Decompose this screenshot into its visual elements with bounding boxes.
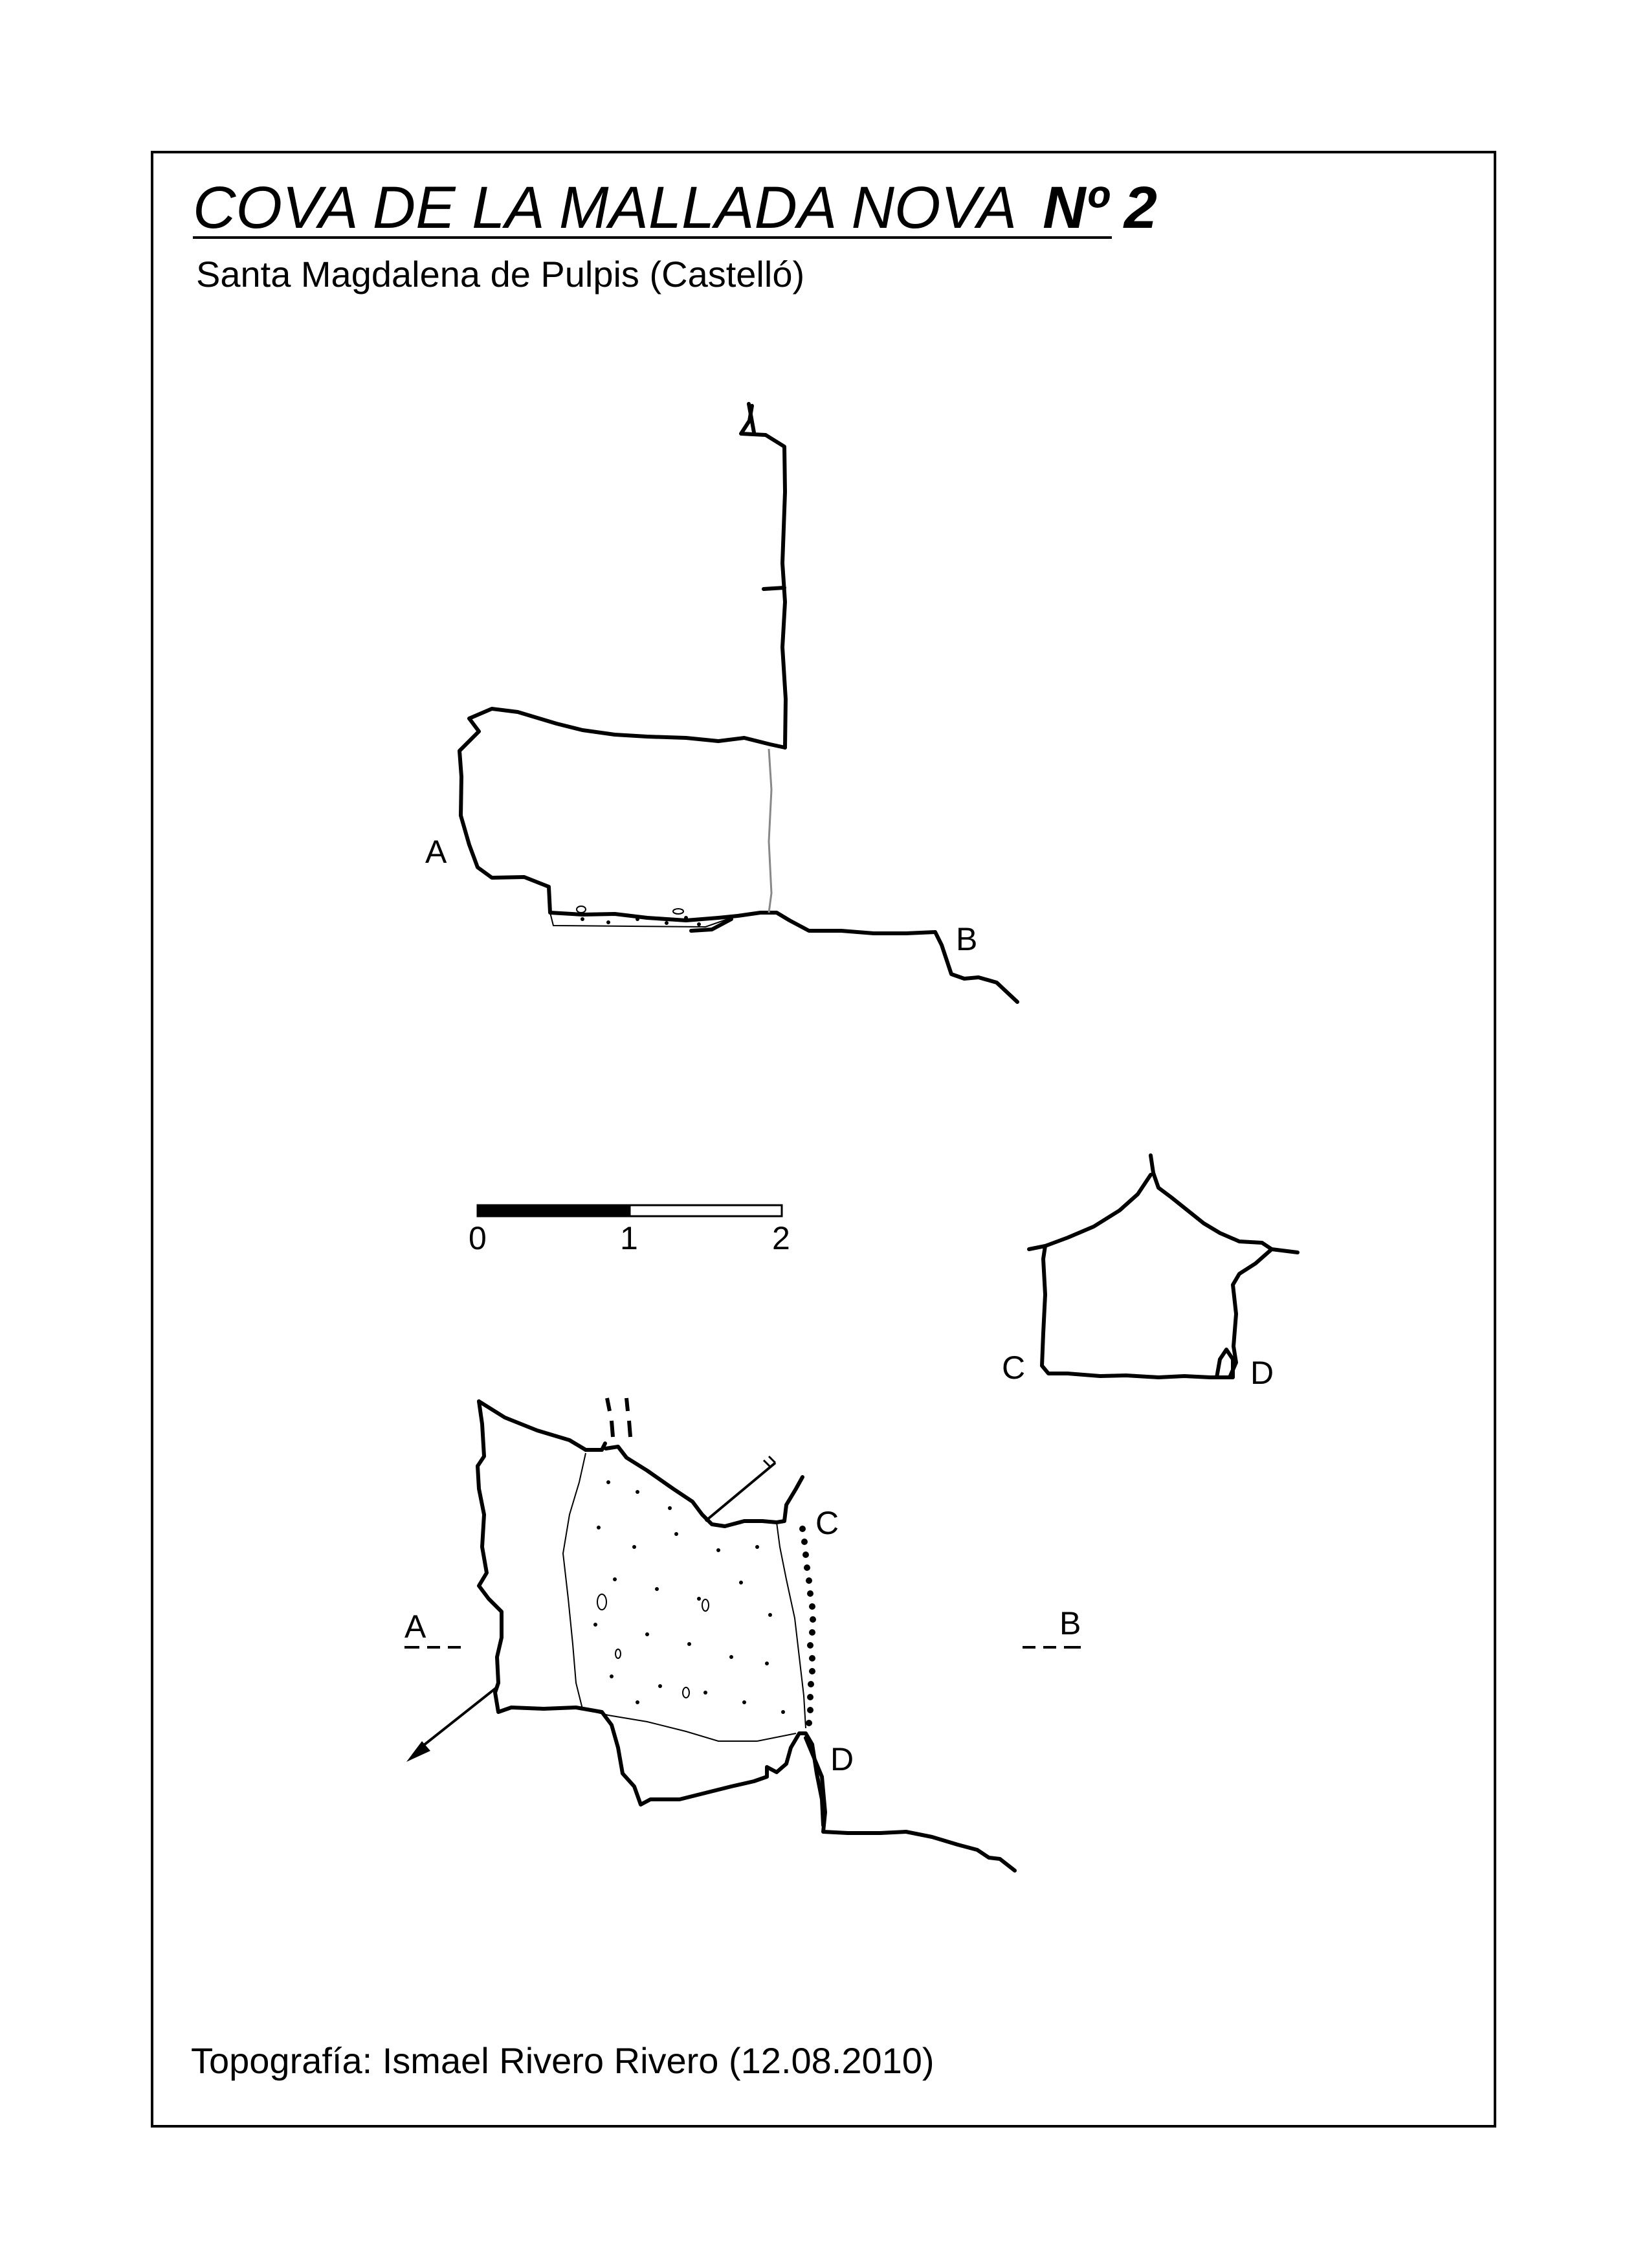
cross-section-cd: C D: [1002, 1153, 1300, 1391]
plan-label-c: C: [815, 1505, 839, 1541]
profile-label-b: B: [956, 921, 977, 957]
longitudinal-profile: A B: [425, 402, 1019, 1004]
plan-label-b: B: [1059, 1605, 1081, 1641]
scale-tick-2: 2: [772, 1220, 790, 1256]
plan-label-d: D: [830, 1741, 854, 1777]
section-label-d: D: [1250, 1355, 1274, 1391]
sheet-frame: [151, 151, 1496, 2128]
location-subtitle: Santa Magdalena de Pulpis (Castelló): [196, 254, 804, 295]
sediment-dots: [593, 1480, 785, 1714]
profile-label-a: A: [425, 834, 447, 870]
plan-label-a: A: [404, 1608, 426, 1645]
scale-bar: 0 1 2: [469, 1204, 790, 1256]
scale-tick-1: 1: [620, 1220, 638, 1256]
section-label-c: C: [1002, 1350, 1025, 1386]
survey-credit: Topografía: Ismael Rivero Rivero (12.08.…: [191, 2040, 935, 2081]
plan-view: A B C D: [404, 1397, 1081, 1873]
dotted-wall: [799, 1526, 816, 1726]
scale-tick-0: 0: [469, 1220, 487, 1256]
